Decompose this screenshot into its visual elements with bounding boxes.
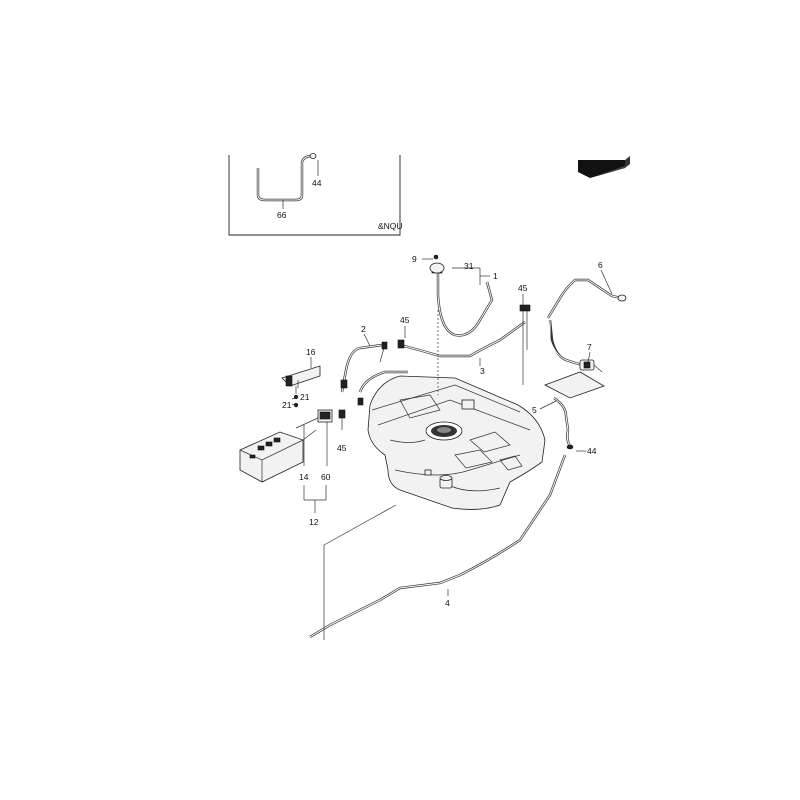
callout-7: 7: [587, 342, 592, 352]
callout-45-top: 45: [518, 283, 528, 293]
canister-assembly: [239, 365, 333, 483]
page-tab-block: [578, 156, 630, 178]
callout-66: 66: [277, 210, 287, 220]
callout-45-mid: 45: [400, 315, 410, 325]
callout-44: 44: [587, 446, 597, 456]
callout-45-low: 45: [337, 443, 347, 453]
callout-4: 4: [445, 598, 450, 608]
callout-12: 12: [309, 517, 319, 527]
callout-labels: 9 31 1 6 45 2 45 7 16 3 21 21 5 45 44 14…: [282, 254, 603, 608]
inset-code-label: &NQU: [378, 221, 403, 231]
fuel-tank: [367, 375, 546, 510]
callout-9: 9: [412, 254, 417, 264]
hose-lines: [309, 254, 627, 640]
callout-3: 3: [480, 366, 485, 376]
callout-60: 60: [321, 472, 331, 482]
callout-5: 5: [532, 405, 537, 415]
callout-21-left: 21: [282, 400, 292, 410]
callout-21-right: 21: [300, 392, 310, 402]
callout-2: 2: [361, 324, 366, 334]
callout-44-inset: 44: [312, 178, 322, 188]
callout-1: 1: [493, 271, 498, 281]
inset-box: 44 66 &NQU: [228, 153, 403, 236]
callout-14: 14: [299, 472, 309, 482]
callout-16: 16: [306, 347, 316, 357]
callout-6: 6: [598, 260, 603, 270]
callout-31: 31: [464, 261, 474, 271]
leader-lines: [291, 258, 613, 596]
